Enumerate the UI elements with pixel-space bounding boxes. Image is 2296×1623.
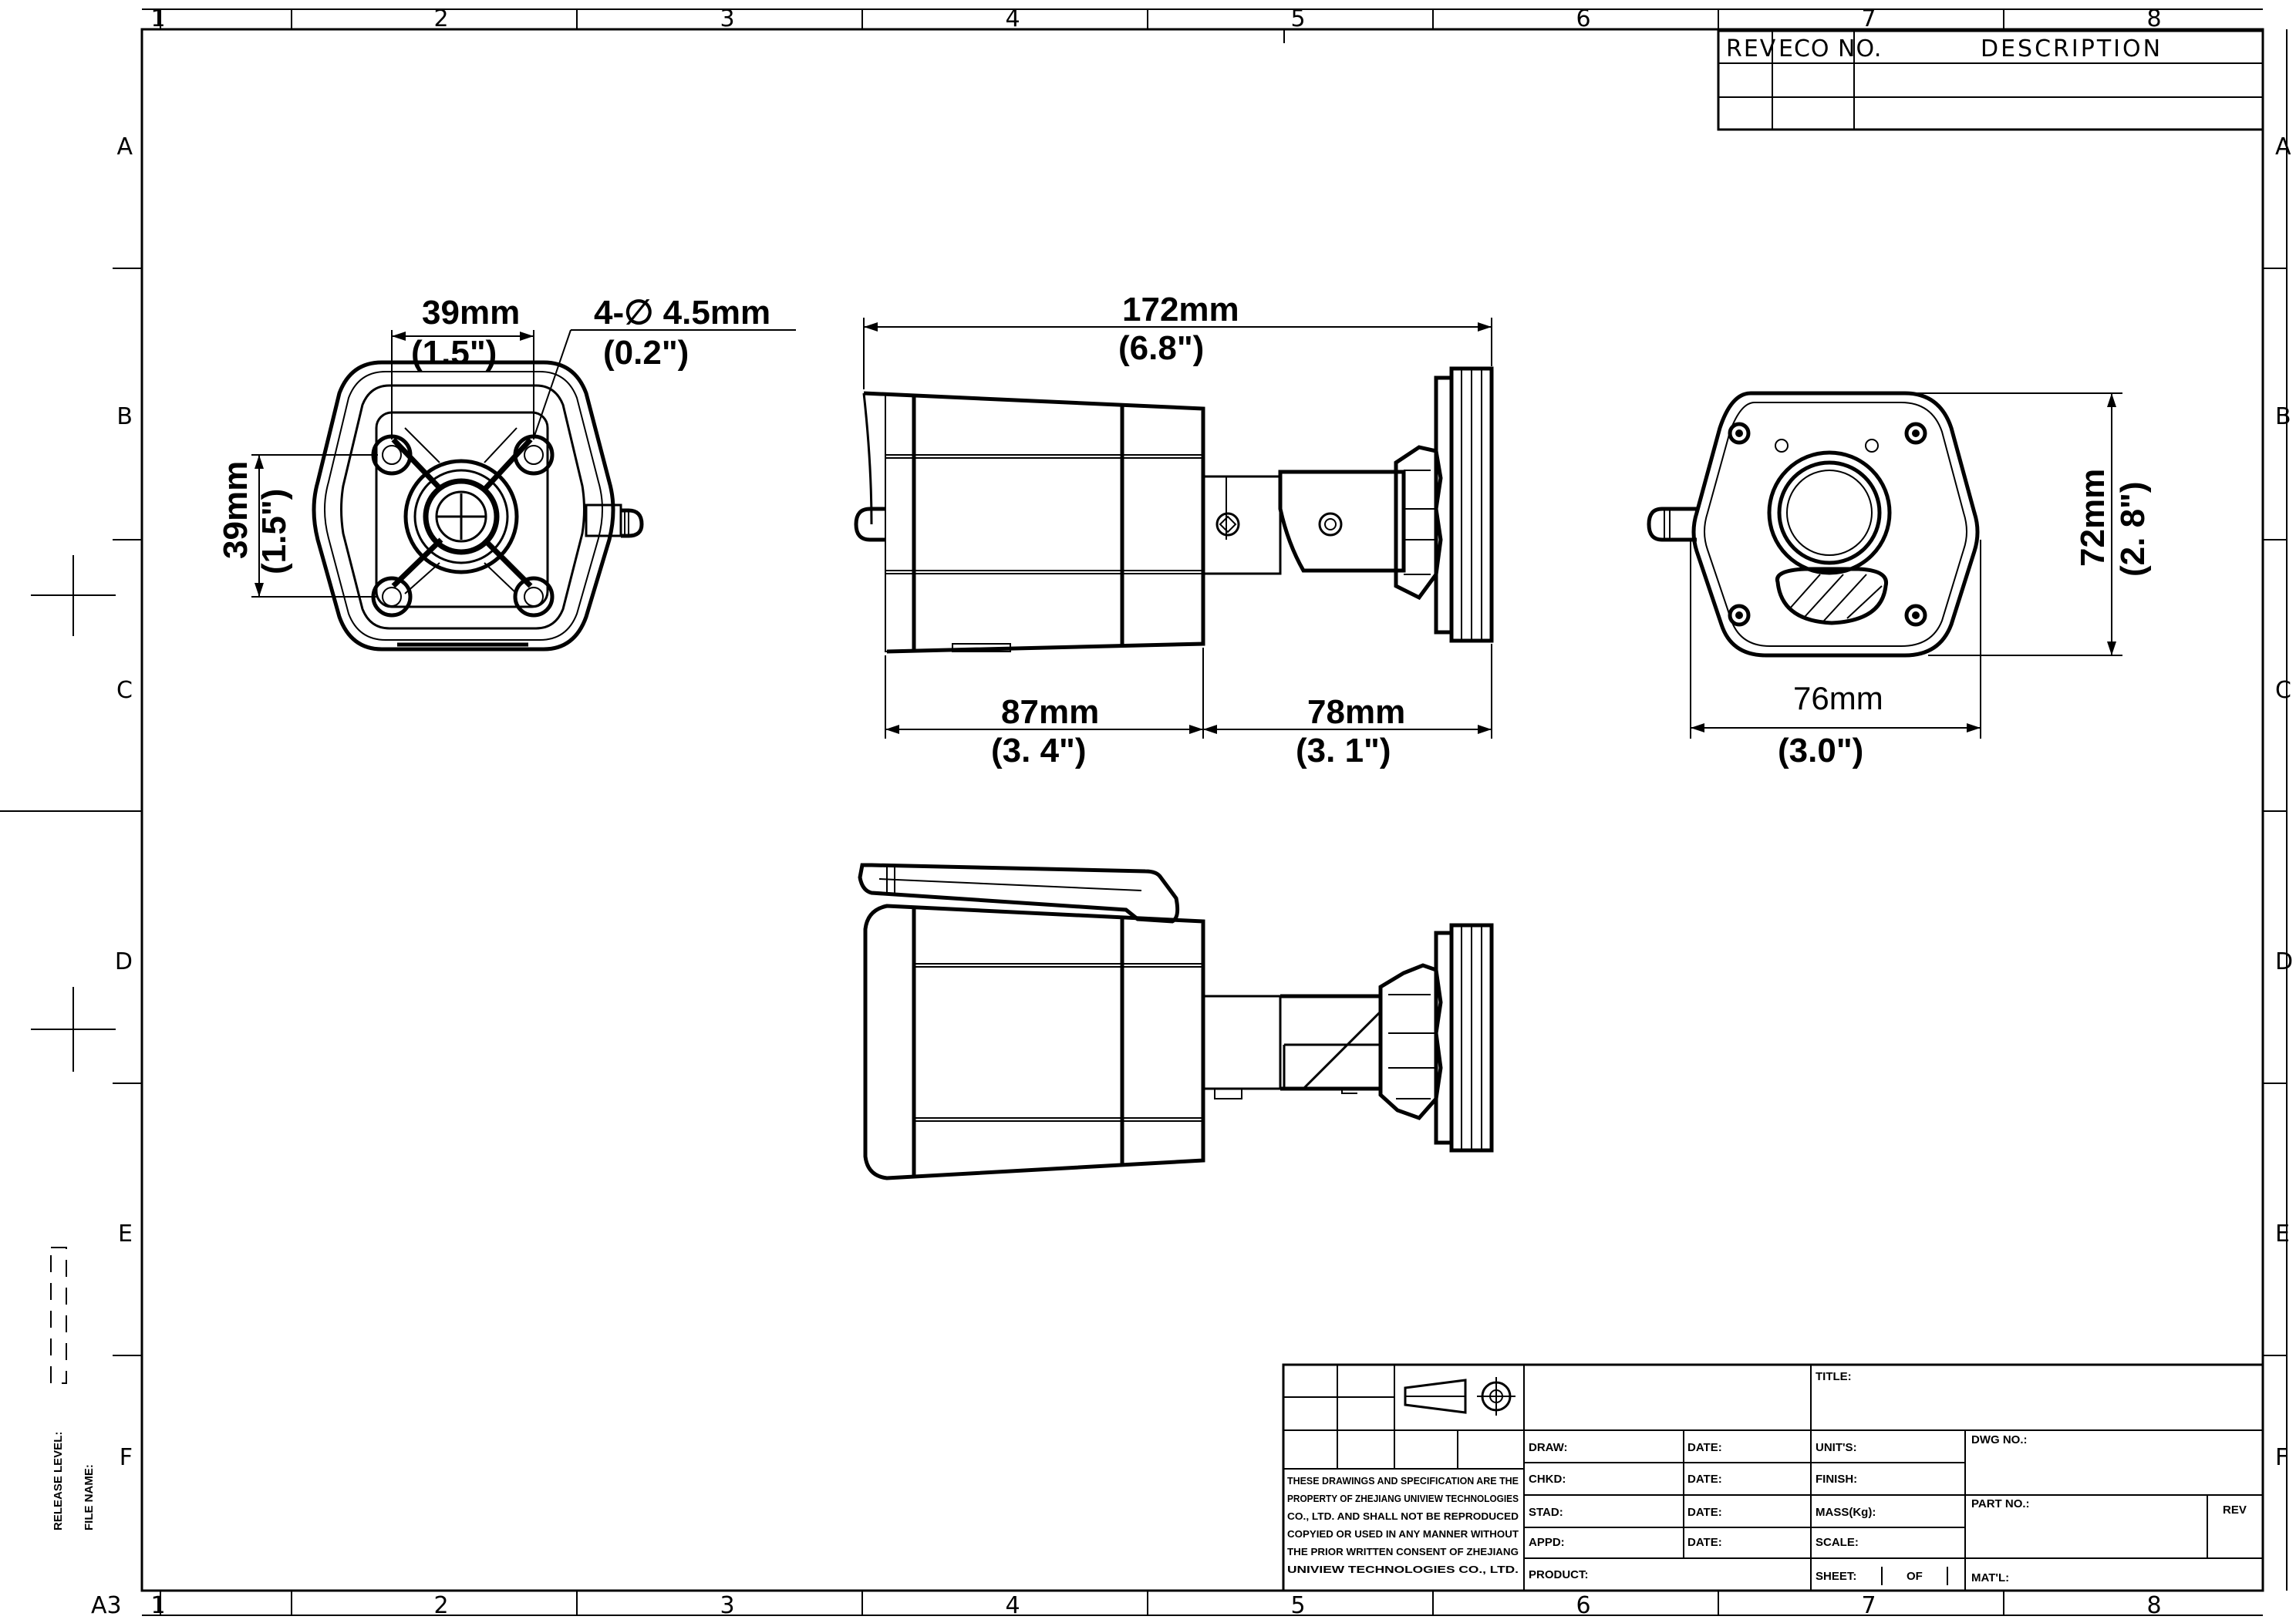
notice-line: THE PRIOR WRITTEN CONSENT OF ZHEJIANG: [1287, 1546, 1519, 1557]
description-header: DESCRIPTION: [1981, 35, 2163, 62]
zone-row-E-right: E: [2275, 1221, 2290, 1248]
zone-row-C-left: C: [116, 677, 133, 704]
notice-line: PROPERTY OF ZHEJIANG UNIVIEW TECHNOLOGIE…: [1287, 1493, 1519, 1504]
zone-col-3-top: 3: [720, 5, 734, 32]
zone-col-2-top: 2: [433, 5, 448, 32]
zone-row-A-right: A: [2275, 133, 2291, 160]
draw-label: DRAW:: [1529, 1441, 1568, 1454]
zone-col-3-bottom: 3: [720, 1592, 734, 1619]
zone-col-6-top: 6: [1576, 5, 1590, 32]
zone-row-B-right: B: [2275, 403, 2291, 430]
zone-row-D-right: D: [2275, 948, 2293, 975]
front-height-dim: 39mm: [217, 461, 255, 559]
file-name-label: FILE NAME:: [83, 1464, 96, 1530]
rear-width-in: (3.0"): [1778, 732, 1863, 769]
zone-col-1-bottom: 1: [150, 1592, 165, 1619]
release-block: RELEASE LEVEL: FILE NAME:: [50, 1247, 96, 1530]
zone-col-8-top: 8: [2146, 5, 2161, 32]
sheet-label: SHEET:: [1816, 1570, 1856, 1583]
rev-label: REV: [2223, 1503, 2247, 1517]
notice-line: COPYIED OR USED IN ANY MANNER WITHOUT: [1287, 1528, 1519, 1540]
zone-col-8-bottom: 8: [2146, 1592, 2161, 1619]
part-no-label: PART NO.:: [1971, 1497, 2030, 1510]
side-view: [854, 366, 1494, 654]
zone-col-1-top: 1: [150, 5, 165, 32]
front-dimensions: 39mm (1.5") 39mm (1.5") 4-∅ 4.5mm (0.2"): [217, 294, 796, 598]
confidentiality-notice: THESE DRAWINGS AND SPECIFICATION ARE THE…: [1287, 1475, 1519, 1575]
revision-table: REV ECO NO. DESCRIPTION: [1717, 29, 2264, 131]
zone-row-C-right: C: [2275, 677, 2291, 704]
notice-line: UNIVIEW TECHNOLOGIES CO., LTD.: [1287, 1564, 1519, 1575]
top-view: [858, 863, 1494, 1180]
total-length-dim: 172mm: [1122, 291, 1239, 328]
mass-label: MASS(Kg):: [1816, 1506, 1876, 1519]
chkd-label: CHKD:: [1529, 1473, 1566, 1486]
eco-header: ECO NO.: [1778, 35, 1882, 62]
zone-row-A-left: A: [116, 133, 133, 160]
rear-view: [1647, 391, 1980, 658]
zone-col-2-bottom: 2: [433, 1592, 448, 1619]
zone-row-F-left: F: [120, 1444, 133, 1471]
front-view: [312, 360, 644, 652]
zone-col-7-top: 7: [1861, 5, 1876, 32]
scale-label: SCALE:: [1816, 1536, 1859, 1549]
matl-label: MAT'L:: [1971, 1571, 2009, 1584]
of-label: OF: [1907, 1570, 1923, 1583]
title-label: TITLE:: [1816, 1370, 1852, 1383]
zone-row-F-right: F: [2275, 1444, 2288, 1471]
hole-dim-in: (0.2"): [603, 334, 689, 372]
front-width-in: (1.5"): [411, 334, 497, 372]
zone-col-7-bottom: 7: [1861, 1592, 1876, 1619]
notice-line: CO., LTD. AND SHALL NOT BE REPRODUCED: [1287, 1510, 1519, 1522]
sheet-border: [0, 8, 2288, 1616]
zone-row-D-left: D: [115, 948, 133, 975]
front-height-in: (1.5"): [255, 489, 293, 574]
rev-header: REV: [1726, 35, 1777, 62]
chkd-date-label: DATE:: [1687, 1473, 1722, 1486]
front-width-dim: 39mm: [422, 294, 520, 332]
zone-col-5-top: 5: [1290, 5, 1305, 32]
mount-length-dim: 78mm: [1307, 693, 1405, 731]
stad-date-label: DATE:: [1687, 1506, 1722, 1519]
zone-row-E-left: E: [118, 1221, 133, 1248]
appd-label: APPD:: [1529, 1536, 1565, 1549]
stad-label: STAD:: [1529, 1506, 1563, 1519]
release-level-label: RELEASE LEVEL:: [52, 1432, 65, 1530]
mount-length-in: (3. 1"): [1296, 732, 1391, 769]
side-dimensions: 172mm (6.8") 87mm (3. 4") 78mm (3. 1"): [863, 291, 1492, 769]
zone-row-B-left: B: [116, 403, 133, 430]
finish-label: FINISH:: [1816, 1473, 1857, 1486]
dwg-no-label: DWG NO.:: [1971, 1433, 2028, 1446]
zone-col-4-bottom: 4: [1005, 1592, 1020, 1619]
zone-col-4-top: 4: [1005, 5, 1020, 32]
hole-dim: 4-∅ 4.5mm: [594, 294, 770, 332]
notice-line: THESE DRAWINGS AND SPECIFICATION ARE THE: [1287, 1475, 1519, 1487]
title-block: THESE DRAWINGS AND SPECIFICATION ARE THE…: [1282, 1363, 2264, 1592]
rear-height-in: (2. 8"): [2114, 481, 2152, 577]
body-length-in: (3. 4"): [991, 732, 1087, 769]
zone-col-5-bottom: 5: [1290, 1592, 1305, 1619]
rear-dimensions: 72mm (2. 8") 76mm (3.0"): [1690, 392, 2152, 769]
body-length-dim: 87mm: [1001, 693, 1099, 731]
total-length-in: (6.8"): [1118, 329, 1204, 367]
rear-width-dim: 76mm: [1793, 680, 1883, 716]
product-label: PRODUCT:: [1529, 1568, 1589, 1581]
draw-date-label: DATE:: [1687, 1441, 1722, 1454]
sheet-size-label: A3: [91, 1592, 122, 1619]
units-label: UNIT'S:: [1816, 1441, 1857, 1454]
zone-col-6-bottom: 6: [1576, 1592, 1590, 1619]
appd-date-label: DATE:: [1687, 1536, 1722, 1549]
rear-height-dim: 72mm: [2074, 469, 2112, 567]
